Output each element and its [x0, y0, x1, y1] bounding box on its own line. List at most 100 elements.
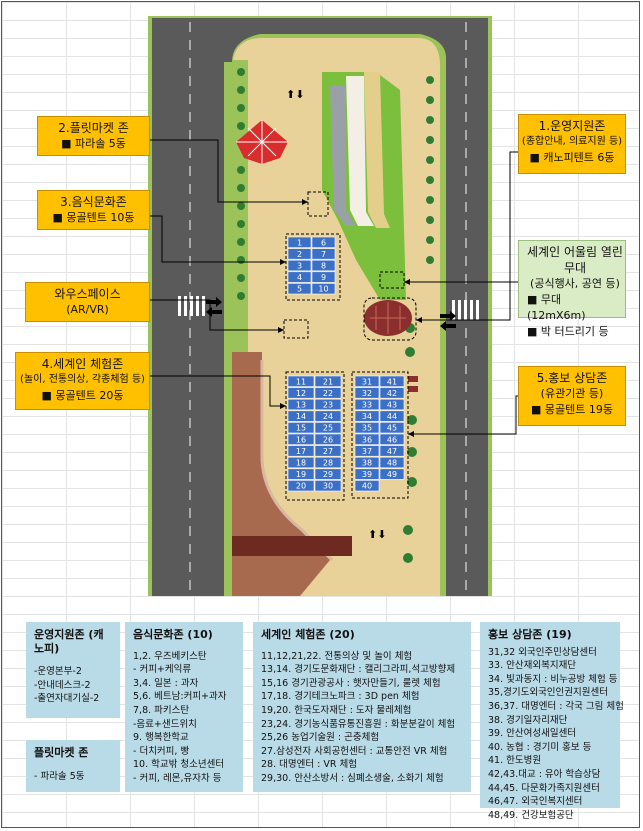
tent-33 — [354, 398, 380, 411]
tent-43 — [379, 398, 405, 411]
tent-38 — [354, 456, 380, 469]
tent-9 — [311, 271, 336, 283]
tent-label-18: 18 — [296, 459, 306, 468]
crosswalk-left — [178, 296, 205, 316]
tent-25 — [314, 422, 342, 434]
tent-13 — [287, 398, 315, 411]
stepped-structure-3 — [364, 72, 390, 228]
tent-label-37: 37 — [362, 447, 372, 456]
tent-45 — [379, 422, 405, 434]
panel-list-item: -출연자대기실-2 — [34, 693, 100, 705]
tent-42 — [379, 387, 405, 399]
tent-16 — [287, 433, 315, 445]
panel-list-item: 28. 대명엔터 : VR 체험 — [261, 759, 357, 771]
panel-list-item: 41. 한도병원 — [488, 755, 542, 767]
panel-list-item: 39. 안산여성새일센터 — [488, 728, 577, 740]
panel-list-item: 17,18. 경기테크노파크 : 3D pen 체험 — [261, 691, 420, 703]
leader-lines — [150, 139, 522, 435]
crosswalk-arrows-right — [440, 311, 456, 331]
tent-6 — [311, 236, 336, 248]
tent-19 — [287, 468, 315, 480]
brick-path — [232, 352, 330, 596]
tent-29 — [314, 468, 342, 480]
callout-promo-title: 5.홍보 상담존 — [536, 371, 608, 385]
panel-list-item: 27.삼성전자 사회공헌센터 : 교통안전 VR 체험 — [261, 745, 448, 757]
road-top — [224, 18, 446, 62]
panel-list-item: 19,20. 한국도자재단 : 도자 물레체험 — [261, 704, 412, 716]
tent-label-5: 5 — [297, 285, 302, 294]
panel-list-item: 44,45. 다문화가족지원센터 — [488, 782, 600, 794]
parasol-icon — [236, 120, 288, 164]
direction-arrows-bottom: ⬆⬇ — [368, 528, 386, 541]
tent-24 — [314, 410, 342, 422]
callout-stage: 세계인 어울림 열린무대 (공식행사, 공연 등) ■ 무대 (12mX6m) … — [518, 240, 626, 338]
tent-21 — [314, 375, 342, 387]
tent-7 — [311, 248, 336, 260]
brick-path-edge — [260, 360, 334, 562]
panel-list-item: 40. 농협 : 경기미 홍보 등 — [488, 741, 592, 753]
tent-label-1: 1 — [297, 238, 302, 247]
tent-label-16: 16 — [296, 435, 306, 444]
panel-list-item: 46,47. 외국인복지센터 — [488, 796, 583, 808]
tent-label-21: 21 — [323, 377, 333, 386]
panel-list-item: - 더치커피, 빵 — [133, 745, 190, 757]
tent-label-12: 12 — [296, 389, 306, 398]
zone-marker-promo — [351, 371, 409, 499]
tent-12 — [287, 387, 315, 399]
tent-44 — [379, 410, 405, 422]
panel-list-item: 11,12,21,22. 전통의상 및 놀이 체험 — [261, 650, 413, 662]
tent-label-35: 35 — [362, 424, 372, 433]
tent-8 — [311, 259, 336, 272]
tent-label-42: 42 — [387, 389, 397, 398]
promo-booth — [408, 376, 418, 392]
panel-promo-title: 홍보 상담존 (19) — [488, 628, 572, 641]
tent-41 — [379, 375, 405, 387]
tent-label-36: 36 — [362, 435, 372, 444]
panel-operations: 운영지원존 (캐노피) -운영본부-2-안내데스크-2-출연자대기실-2 — [26, 622, 120, 718]
tent-label-39: 39 — [362, 470, 372, 479]
tent-32 — [354, 387, 380, 399]
tent-label-14: 14 — [296, 412, 306, 421]
tent-14 — [287, 410, 315, 422]
tent-48 — [379, 456, 405, 469]
leader-arrowheads — [278, 199, 422, 437]
callout-wow-title: 와우스페이스 — [54, 287, 121, 301]
tent-label-13: 13 — [296, 401, 306, 410]
stepped-structure-2 — [346, 76, 374, 226]
tent-label-48: 48 — [387, 459, 397, 468]
panel-list-item: -운영본부-2 — [34, 666, 82, 678]
tent-label-34: 34 — [362, 412, 372, 421]
tent-label-22: 22 — [323, 389, 333, 398]
tent-label-9: 9 — [321, 273, 326, 282]
panel-food-title: 음식문화존 (10) — [133, 628, 213, 641]
zone-marker-food — [285, 233, 341, 301]
tent-label-17: 17 — [296, 447, 306, 456]
panel-list-item: 31,32 외국인주민상담센터 — [488, 646, 597, 658]
tent-label-31: 31 — [362, 377, 372, 386]
callout-promo-body: ■ 몽골텐트 19동 — [531, 403, 613, 416]
tent-28 — [314, 456, 342, 469]
callout-promo-sub: (유관기관 등) — [540, 387, 604, 400]
callout-flea-body: ■ 파라솔 5동 — [61, 137, 126, 150]
callout-food: 3.음식문화존 ■ 몽골텐트 10동 — [37, 190, 150, 230]
tent-49 — [379, 468, 405, 480]
tent-30 — [314, 480, 342, 492]
panel-list-item: 25,26 농업기술원 : 곤충체험 — [261, 732, 380, 744]
tent-label-24: 24 — [323, 412, 333, 421]
panel-list-item: 5,6. 베트남:커피+과자 — [133, 691, 227, 703]
tent-label-30: 30 — [323, 482, 333, 491]
panel-list-item: 48,49. 건강보험공단 — [488, 809, 574, 821]
zone-marker-flea — [307, 191, 329, 217]
callout-wow-body: (AR/VR) — [66, 303, 109, 316]
tent-34 — [354, 410, 380, 422]
panel-list-item: 1,2. 우즈베키스탄 — [133, 650, 207, 662]
tent-label-44: 44 — [387, 412, 397, 421]
tent-23 — [314, 398, 342, 411]
panel-list-item: 23,24. 경기농식품유통진흥원 : 화분분갈이 체험 — [261, 718, 456, 730]
direction-arrows-top: ⬆⬇ — [286, 88, 304, 101]
tent-label-26: 26 — [323, 435, 333, 444]
tent-47 — [379, 445, 405, 457]
tent-label-41: 41 — [387, 377, 397, 386]
